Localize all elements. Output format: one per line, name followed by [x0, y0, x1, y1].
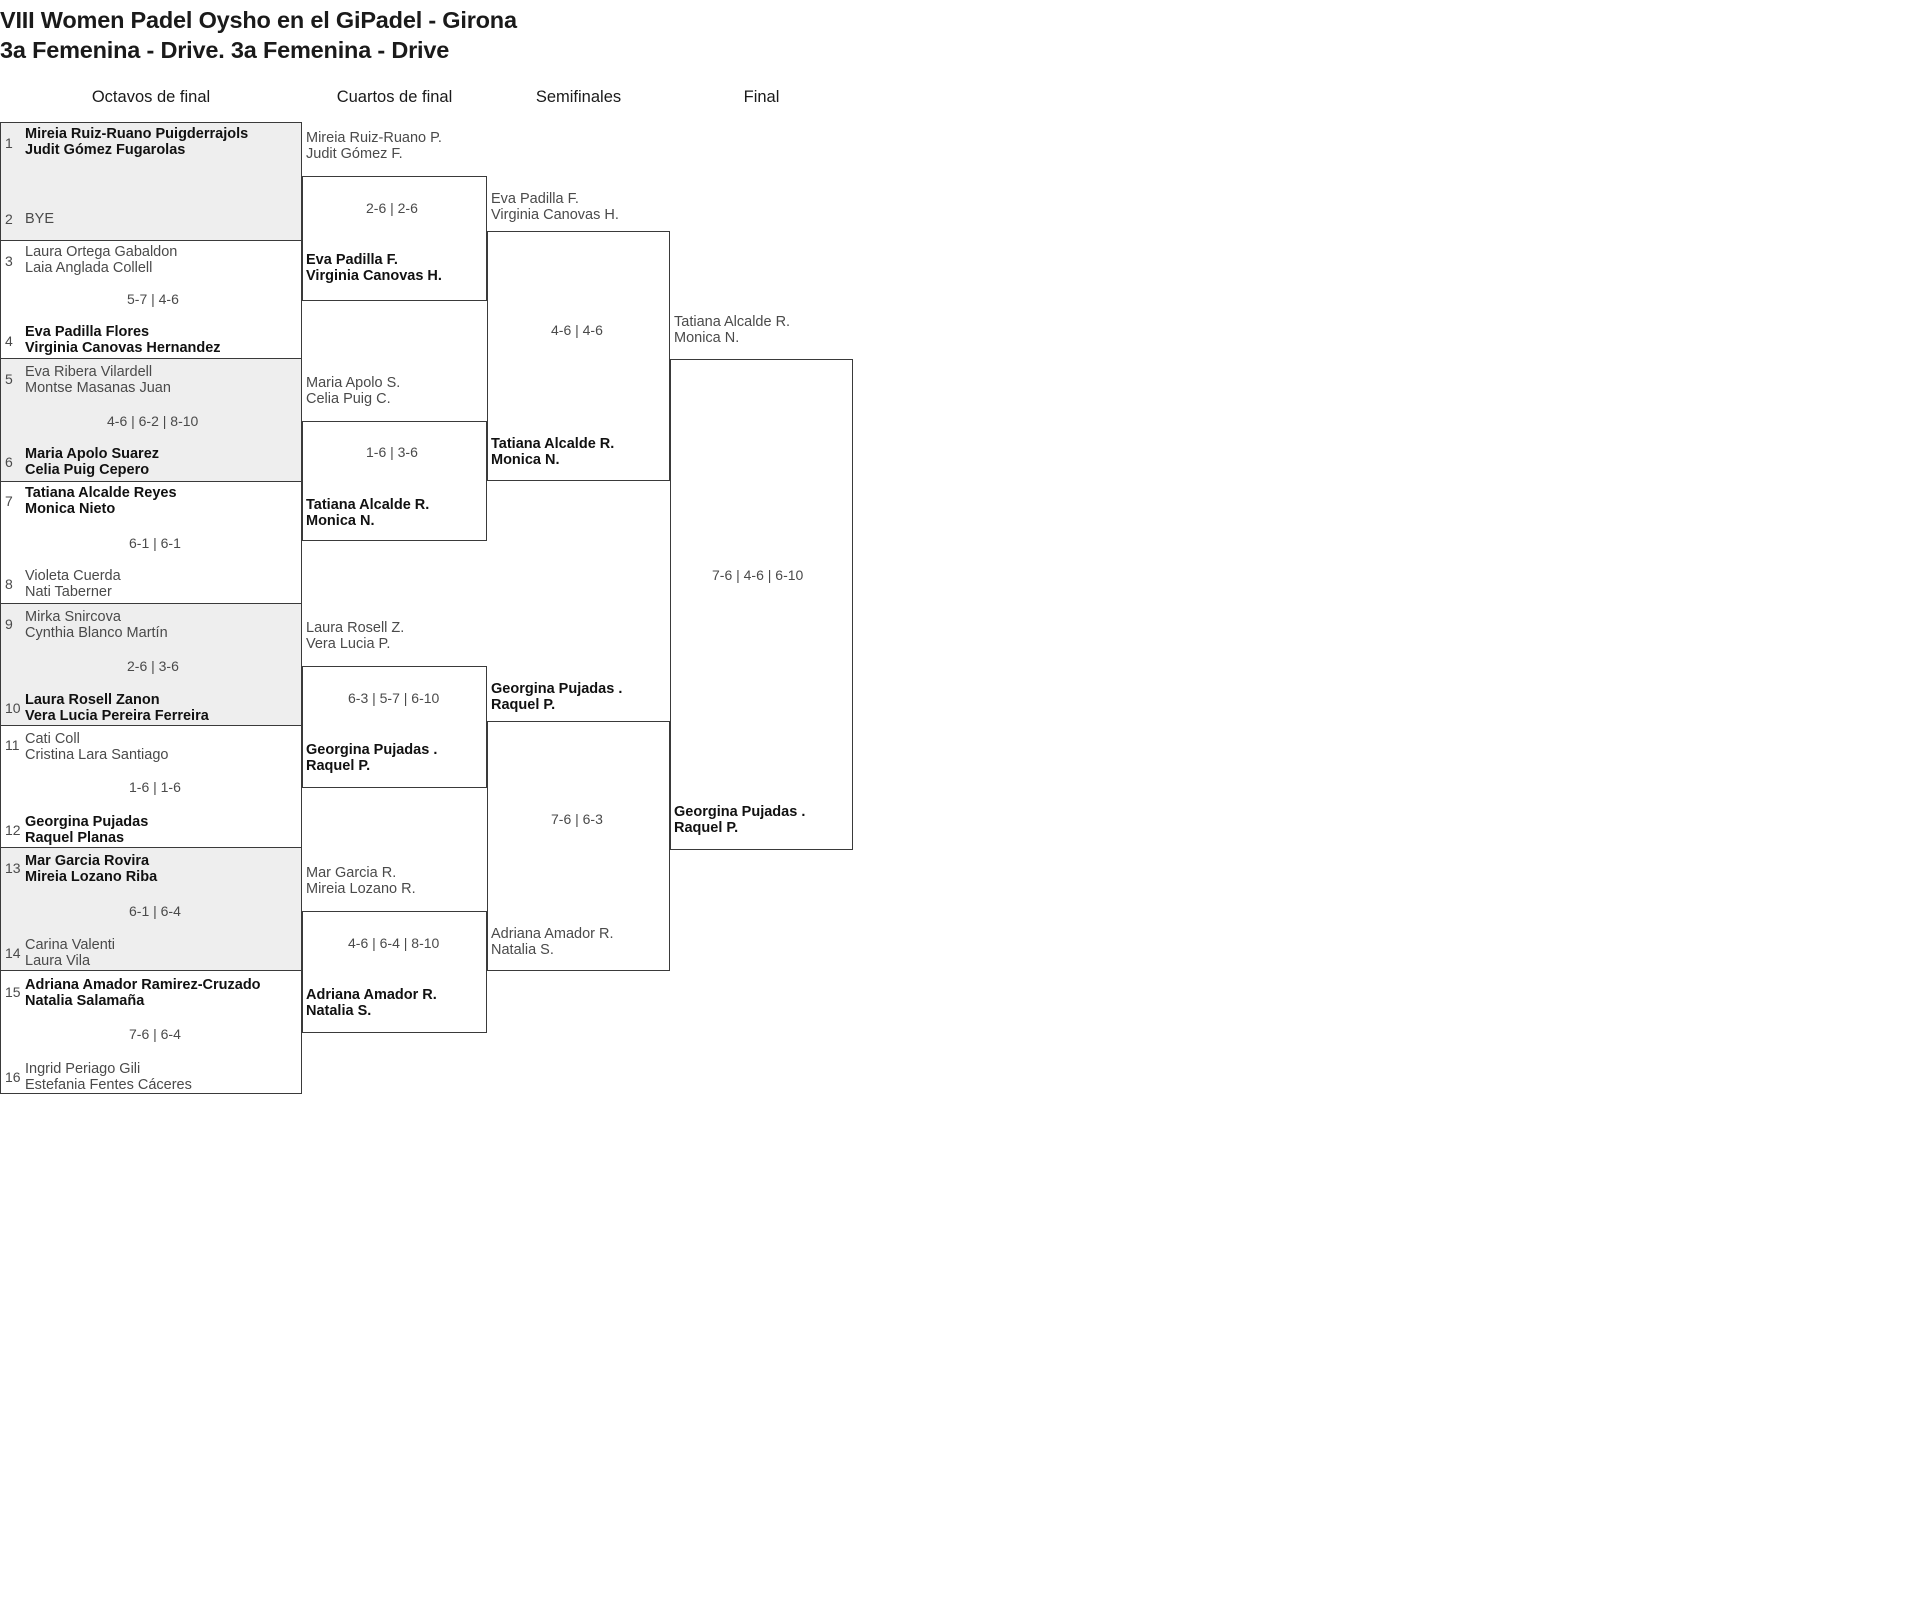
seed-number: 11 — [5, 737, 20, 753]
qf-slot: Maria Apolo S. Celia Puig C. — [306, 375, 401, 408]
r16-score: 6-1 | 6-4 — [129, 903, 181, 919]
seed-number: 10 — [5, 700, 21, 716]
final-slot: Georgina Pujadas . Raquel P. — [674, 804, 806, 837]
r16-match-6[interactable]: 11 Cati Coll Cristina Lara Santiago 1-6 … — [0, 725, 302, 847]
r16-match-1[interactable]: 1 Mireia Ruiz-Ruano Puigderrajols Judit … — [0, 122, 302, 240]
seed-number: 14 — [5, 945, 21, 961]
team-entry: Maria Apolo Suarez Celia Puig Cepero — [25, 446, 160, 479]
r16-match-3[interactable]: 5 Eva Ribera Vilardell Montse Masanas Ju… — [0, 358, 302, 481]
category-name: 3a Femenina - Drive. 3a Femenina - Drive — [0, 37, 450, 63]
qf-score: 4-6 | 6-4 | 8-10 — [348, 935, 440, 951]
team-entry: Georgina Pujadas Raquel Planas — [25, 814, 149, 847]
sf-connector-2 — [487, 721, 670, 971]
team-entry: Eva Padilla Flores Virginia Canovas Hern… — [25, 324, 221, 357]
seed-number: 4 — [5, 333, 13, 349]
seed-number: 5 — [5, 371, 13, 387]
seed-number: 9 — [5, 616, 13, 632]
r16-match-5[interactable]: 9 Mirka Snircova Cynthia Blanco Martín 2… — [0, 603, 302, 725]
final-score: 7-6 | 4-6 | 6-10 — [712, 567, 804, 583]
r16-score: 1-6 | 1-6 — [129, 779, 181, 795]
r16-score: 4-6 | 6-2 | 8-10 — [107, 413, 199, 429]
qf-connector-2 — [302, 421, 487, 541]
qf-connector-3 — [302, 666, 487, 788]
final-slot: Tatiana Alcalde R. Monica N. — [674, 314, 791, 347]
r16-score: 7-6 | 6-4 — [129, 1026, 181, 1042]
sf-slot: Tatiana Alcalde R. Monica N. — [491, 436, 615, 469]
final-connector — [670, 359, 853, 850]
r16-score: 5-7 | 4-6 — [127, 291, 179, 307]
sf-connector-1 — [487, 231, 670, 481]
page-title: VIII Women Padel Oysho en el GiPadel - G… — [0, 5, 1200, 65]
seed-number: 13 — [5, 860, 21, 876]
sf-slot: Georgina Pujadas . Raquel P. — [491, 681, 623, 714]
team-entry: Mar Garcia Rovira Mireia Lozano Riba — [25, 853, 158, 886]
qf-slot: Laura Rosell Z. Vera Lucia P. — [306, 620, 405, 653]
team-entry: Laura Ortega Gabaldon Laia Anglada Colle… — [25, 244, 178, 277]
team-entry: Tatiana Alcalde Reyes Monica Nieto — [25, 485, 177, 518]
seed-number: 16 — [5, 1069, 21, 1085]
qf-connector-4 — [302, 911, 487, 1033]
team-entry: Mireia Ruiz-Ruano Puigderrajols Judit Gó… — [25, 126, 249, 159]
qf-score: 2-6 | 2-6 — [366, 200, 418, 216]
round-header-octavos: Octavos de final — [91, 88, 211, 106]
r16-match-4[interactable]: 7 Tatiana Alcalde Reyes Monica Nieto 6-1… — [0, 481, 302, 603]
team-entry: Ingrid Periago Gili Estefania Fentes Các… — [25, 1061, 192, 1094]
team-entry: Laura Rosell Zanon Vera Lucia Pereira Fe… — [25, 692, 209, 725]
tournament-name: VIII Women Padel Oysho en el GiPadel - G… — [0, 7, 517, 33]
qf-score: 6-3 | 5-7 | 6-10 — [348, 690, 440, 706]
sf-slot: Adriana Amador R. Natalia S. — [491, 926, 614, 959]
r16-score: 6-1 | 6-1 — [129, 535, 181, 551]
seed-number: 2 — [5, 211, 13, 227]
qf-slot: Eva Padilla F. Virginia Canovas H. — [306, 252, 442, 285]
sf-score: 4-6 | 4-6 — [551, 322, 603, 338]
seed-number: 15 — [5, 984, 21, 1000]
r16-match-7[interactable]: 13 Mar Garcia Rovira Mireia Lozano Riba … — [0, 847, 302, 970]
seed-number: 3 — [5, 253, 13, 269]
r16-match-2[interactable]: 3 Laura Ortega Gabaldon Laia Anglada Col… — [0, 240, 302, 358]
seed-number: 12 — [5, 822, 21, 838]
qf-slot: Georgina Pujadas . Raquel P. — [306, 742, 438, 775]
sf-slot: Eva Padilla F. Virginia Canovas H. — [491, 191, 619, 224]
qf-slot: Mar Garcia R. Mireia Lozano R. — [306, 865, 416, 898]
team-entry: Eva Ribera Vilardell Montse Masanas Juan — [25, 364, 171, 397]
seed-number: 6 — [5, 454, 13, 470]
seed-number: 7 — [5, 493, 13, 509]
round-header-cuartos: Cuartos de final — [336, 88, 453, 106]
seed-number: 1 — [5, 135, 13, 151]
round-header-final: Final — [743, 88, 780, 106]
team-entry: Adriana Amador Ramirez-Cruzado Natalia S… — [25, 977, 261, 1010]
seed-number: 8 — [5, 576, 13, 592]
team-entry: Carina Valenti Laura Vila — [25, 937, 116, 970]
r16-score: 2-6 | 3-6 — [127, 658, 179, 674]
sf-score: 7-6 | 6-3 — [551, 811, 603, 827]
qf-score: 1-6 | 3-6 — [366, 444, 418, 460]
team-entry: BYE — [25, 211, 55, 227]
qf-slot: Adriana Amador R. Natalia S. — [306, 987, 437, 1020]
qf-slot: Mireia Ruiz-Ruano P. Judit Gómez F. — [306, 130, 442, 163]
team-entry: Mirka Snircova Cynthia Blanco Martín — [25, 609, 168, 642]
round-header-semifinales: Semifinales — [535, 88, 622, 106]
team-entry: Violeta Cuerda Nati Taberner — [25, 568, 121, 601]
qf-connector-1 — [302, 176, 487, 301]
r16-match-8[interactable]: 15 Adriana Amador Ramirez-Cruzado Natali… — [0, 970, 302, 1094]
team-entry: Cati Coll Cristina Lara Santiago — [25, 731, 169, 764]
qf-slot: Tatiana Alcalde R. Monica N. — [306, 497, 430, 530]
